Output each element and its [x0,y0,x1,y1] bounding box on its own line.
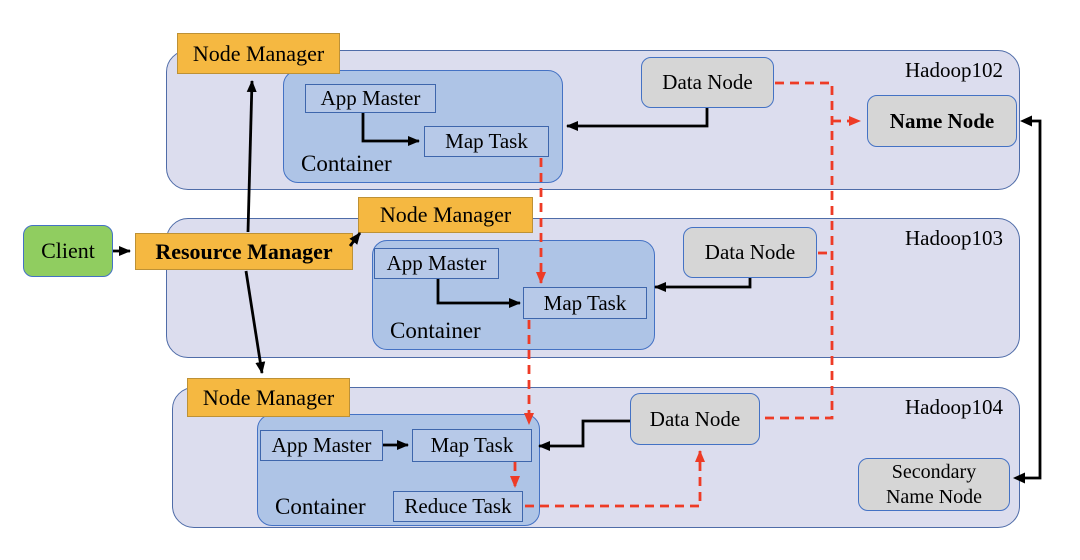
resource-manager: Resource Manager [135,233,353,270]
container-label-hadoop102: Container [301,151,392,176]
node-manager-hadoop104: Node Manager [187,378,350,417]
connector-name-node-secondary-name-node [1025,119,1042,480]
app-master-hadoop104: App Master [260,430,383,461]
reduce-task-hadoop104: Reduce Task [393,491,523,522]
app-master-hadoop103: App Master [374,248,499,279]
data-node-hadoop104: Data Node [630,393,760,445]
app-master-hadoop102: App Master [305,84,436,113]
host-label-hadoop104: Hadoop104 [905,395,1003,419]
map-task-hadoop102: Map Task [424,126,549,157]
host-label-hadoop102: Hadoop102 [905,58,1003,82]
node-manager-hadoop102: Node Manager [177,33,340,74]
map-task-hadoop103: Map Task [523,287,647,319]
arrowhead-into-name-node [1020,115,1032,127]
secondary-name-node: Secondary Name Node [858,458,1010,511]
host-label-hadoop103: Hadoop103 [905,226,1003,250]
map-task-hadoop104: Map Task [412,429,532,462]
container-label-hadoop104: Container [275,494,366,519]
data-node-hadoop103: Data Node [683,227,817,278]
name-node: Name Node [867,95,1017,147]
container-label-hadoop103: Container [390,318,481,343]
data-node-hadoop102: Data Node [641,57,774,108]
node-manager-hadoop103: Node Manager [358,197,533,233]
client: Client [23,225,113,277]
